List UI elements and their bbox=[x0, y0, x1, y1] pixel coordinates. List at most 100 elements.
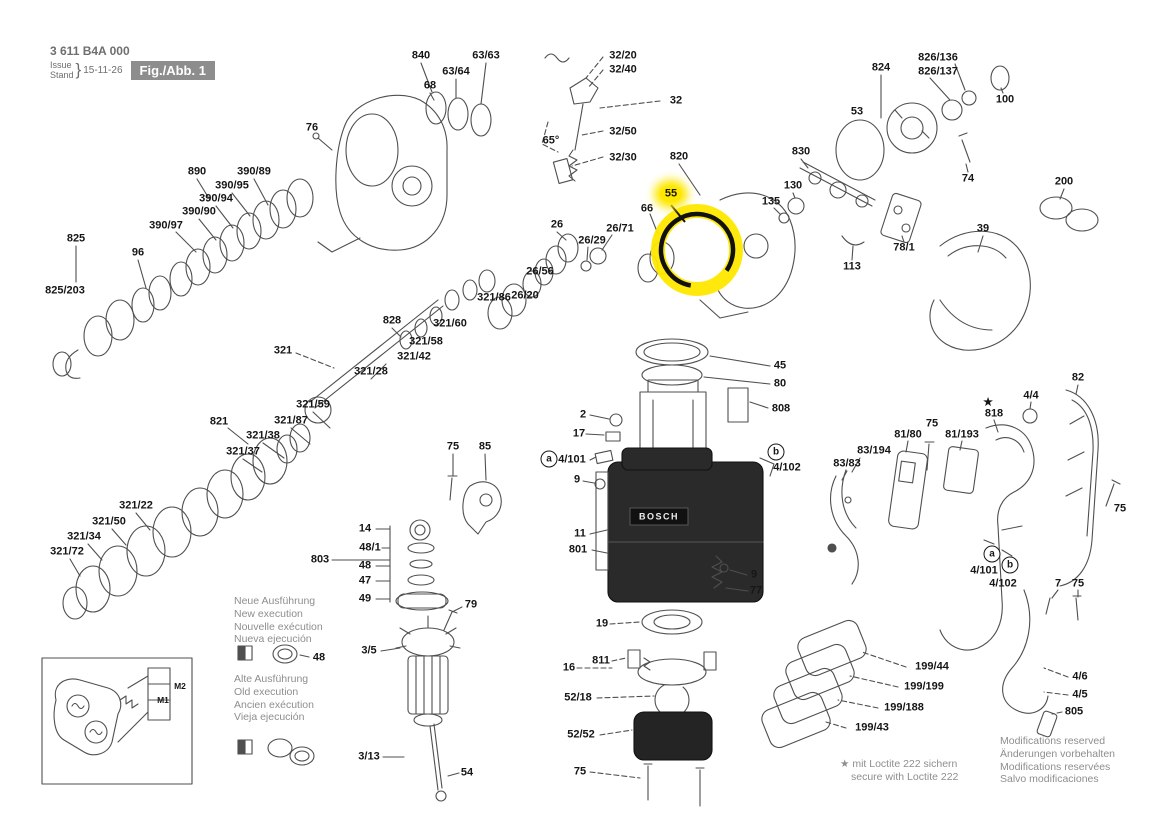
part-label-199-44: 199/44 bbox=[915, 660, 949, 673]
figure-label: Fig./Abb. 1 bbox=[130, 60, 215, 80]
part-label-47: 47 bbox=[358, 574, 372, 587]
part-label-321-22: 321/22 bbox=[119, 499, 153, 512]
part-label-4-102: 4/102 bbox=[989, 577, 1017, 590]
part-label-68: 68 bbox=[423, 79, 437, 92]
issue-date: 15-11-26 bbox=[83, 64, 123, 76]
part-label-m2: M2 bbox=[174, 680, 186, 691]
variant-marker-a: a bbox=[540, 450, 558, 468]
part-label-821: 821 bbox=[209, 415, 229, 428]
part-label-54: 54 bbox=[460, 766, 474, 779]
part-label-321-34: 321/34 bbox=[67, 530, 101, 543]
part-label-75: 75 bbox=[1113, 502, 1127, 515]
part-label-39: 39 bbox=[976, 222, 990, 235]
part-label-79: 79 bbox=[464, 598, 478, 611]
part-label-3-5: 3/5 bbox=[361, 644, 377, 657]
note-modifications: Modifications reserved Änderungen vorbeh… bbox=[1000, 735, 1115, 786]
part-label-52-52: 52/52 bbox=[567, 728, 595, 741]
variant-marker-b: b bbox=[1001, 556, 1019, 574]
part-label-81-193: 81/193 bbox=[945, 428, 979, 441]
issue-label: Issue bbox=[50, 60, 72, 70]
part-label-803: 803 bbox=[310, 553, 330, 566]
note-line: Nouvelle exécution bbox=[234, 620, 323, 633]
part-label-17: 17 bbox=[572, 427, 586, 440]
part-label-26-29: 26/29 bbox=[578, 234, 606, 247]
variant-marker-b: b bbox=[767, 443, 785, 461]
part-label-321-28: 321/28 bbox=[354, 365, 388, 378]
part-label-96: 96 bbox=[131, 246, 145, 259]
part-label-80: 80 bbox=[773, 377, 787, 390]
part-label-801: 801 bbox=[568, 543, 588, 556]
part-label-74: 74 bbox=[961, 172, 975, 185]
part-label-4-5: 4/5 bbox=[1072, 688, 1088, 701]
note-new-execution: Neue Ausführung New execution Nouvelle e… bbox=[234, 595, 323, 646]
part-label-100: 100 bbox=[995, 93, 1015, 106]
variant-marker-a: a bbox=[983, 545, 1001, 563]
part-label-78-1: 78/1 bbox=[893, 241, 915, 254]
document-number: 3 611 B4A 000 bbox=[50, 44, 130, 58]
part-label-4-4: 4/4 bbox=[1023, 389, 1039, 402]
note-line: ★ mit Loctite 222 sichern bbox=[840, 758, 958, 770]
part-label-321-50: 321/50 bbox=[92, 515, 126, 528]
part-label-75: 75 bbox=[925, 417, 939, 430]
part-label-45: 45 bbox=[773, 359, 787, 372]
part-label-63-63: 63/63 bbox=[472, 49, 500, 62]
note-line: secure with Loctite 222 bbox=[851, 770, 959, 783]
part-label-49: 49 bbox=[358, 592, 372, 605]
part-label-321-60: 321/60 bbox=[433, 317, 467, 330]
part-label-321-87: 321/87 bbox=[274, 414, 308, 427]
note-line: Nueva ejecución bbox=[234, 633, 312, 646]
note-line: Neue Ausführung bbox=[234, 595, 316, 607]
part-label-828: 828 bbox=[382, 314, 402, 327]
issue-stand-labels: Issue Stand bbox=[50, 60, 74, 81]
note-line: New execution bbox=[234, 607, 303, 620]
part-label-321: 321 bbox=[273, 344, 293, 357]
note-line: Old execution bbox=[234, 685, 299, 698]
part-label-75: 75 bbox=[573, 765, 587, 778]
note-line: Änderungen vorbehalten bbox=[1000, 747, 1116, 760]
part-label-826-137: 826/137 bbox=[918, 65, 958, 78]
part-label-66: 66 bbox=[640, 202, 654, 215]
part-label-48-1: 48/1 bbox=[359, 541, 381, 554]
part-label-818: 818 bbox=[984, 407, 1004, 420]
part-label-81-80: 81/80 bbox=[894, 428, 922, 441]
note-line: Salvo modificaciones bbox=[1000, 773, 1099, 786]
note-line: Modifications reserved bbox=[1000, 735, 1106, 747]
note-line: Vieja ejecución bbox=[234, 711, 305, 724]
part-label-135: 135 bbox=[761, 195, 781, 208]
part-label-83-83: 83/83 bbox=[833, 457, 861, 470]
part-label-805: 805 bbox=[1064, 705, 1084, 718]
part-label-321-38: 321/38 bbox=[246, 429, 280, 442]
part-label-840: 840 bbox=[411, 49, 431, 62]
part-label-321-42: 321/42 bbox=[397, 350, 431, 363]
brand-logo: BOSCH bbox=[638, 511, 680, 522]
part-label-55: 55 bbox=[659, 185, 683, 203]
note-line: Ancien exécution bbox=[234, 698, 314, 711]
part-label-48: 48 bbox=[312, 651, 326, 664]
note-line: Alte Ausführung bbox=[234, 673, 309, 685]
part-label-32-30: 32/30 bbox=[609, 151, 637, 164]
part-label-14: 14 bbox=[358, 522, 372, 535]
part-label-199-43: 199/43 bbox=[855, 721, 889, 734]
part-label-130: 130 bbox=[783, 179, 803, 192]
part-label-26-71: 26/71 bbox=[606, 222, 634, 235]
part-label-32-20: 32/20 bbox=[609, 49, 637, 62]
part-label-200: 200 bbox=[1054, 175, 1074, 188]
part-label-321-59: 321/59 bbox=[296, 398, 330, 411]
part-label-390-95: 390/95 bbox=[215, 179, 249, 192]
part-label-321-37: 321/37 bbox=[226, 445, 260, 458]
part-label-390-90: 390/90 bbox=[182, 205, 216, 218]
part-label-321-72: 321/72 bbox=[50, 545, 84, 558]
part-label-4-6: 4/6 bbox=[1072, 670, 1088, 683]
stand-label: Stand bbox=[50, 70, 74, 81]
highlight-ring bbox=[651, 204, 743, 296]
part-label-820: 820 bbox=[669, 150, 689, 163]
part-label-826-136: 826/136 bbox=[918, 51, 958, 64]
part-label-830: 830 bbox=[791, 145, 811, 158]
note-loctite: ★ mit Loctite 222 sichern secure with Lo… bbox=[840, 758, 958, 784]
part-label-65-: 65° bbox=[542, 134, 560, 147]
part-label-32: 32 bbox=[669, 94, 683, 107]
part-label-19: 19 bbox=[595, 617, 609, 630]
part-label-9: 9 bbox=[750, 568, 758, 581]
brace-glyph: } bbox=[75, 60, 82, 80]
part-label-32-50: 32/50 bbox=[609, 125, 637, 138]
